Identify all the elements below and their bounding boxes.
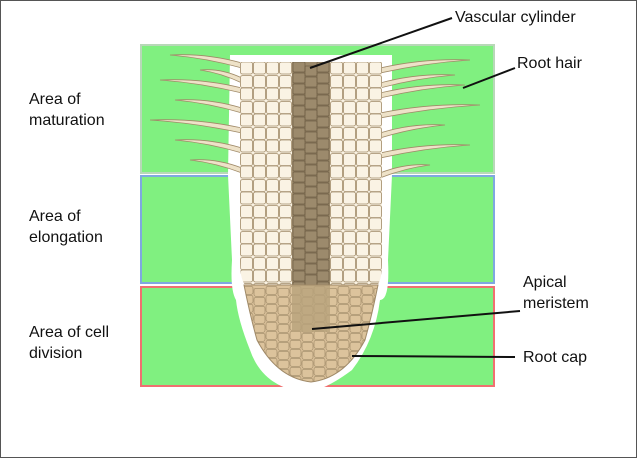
maturation-label-line2: maturation (29, 112, 105, 129)
elongation-label-line1: Area of (29, 208, 81, 225)
root-cap-leader (351, 355, 516, 358)
vascular-cylinder-label: Vascular cylinder (455, 9, 576, 26)
elongation-label-line2: elongation (29, 229, 103, 246)
division-label-line1: Area of cell (29, 324, 110, 341)
division-label-line2: division (29, 345, 83, 362)
elongation-label: Area of elongation (29, 206, 103, 248)
vascular-cylinder-leader (309, 17, 453, 69)
maturation-label: Area of maturation (29, 89, 105, 131)
vascular-cylinder (292, 62, 330, 292)
root-hairs (149, 54, 481, 179)
root-hair-label: Root hair (517, 55, 582, 72)
apical-meristem-leader (311, 310, 521, 330)
apical-meristem-label-line2: meristem (523, 295, 589, 312)
division-label: Area of cell division (29, 322, 109, 364)
apical-meristem-label-line1: Apical (523, 274, 567, 291)
apical-meristem (292, 285, 330, 332)
root-hair-leader (462, 67, 516, 89)
apical-meristem-label: Apical meristem (523, 272, 589, 314)
root-cap-label: Root cap (523, 349, 588, 366)
maturation-label-line1: Area of (29, 91, 81, 108)
